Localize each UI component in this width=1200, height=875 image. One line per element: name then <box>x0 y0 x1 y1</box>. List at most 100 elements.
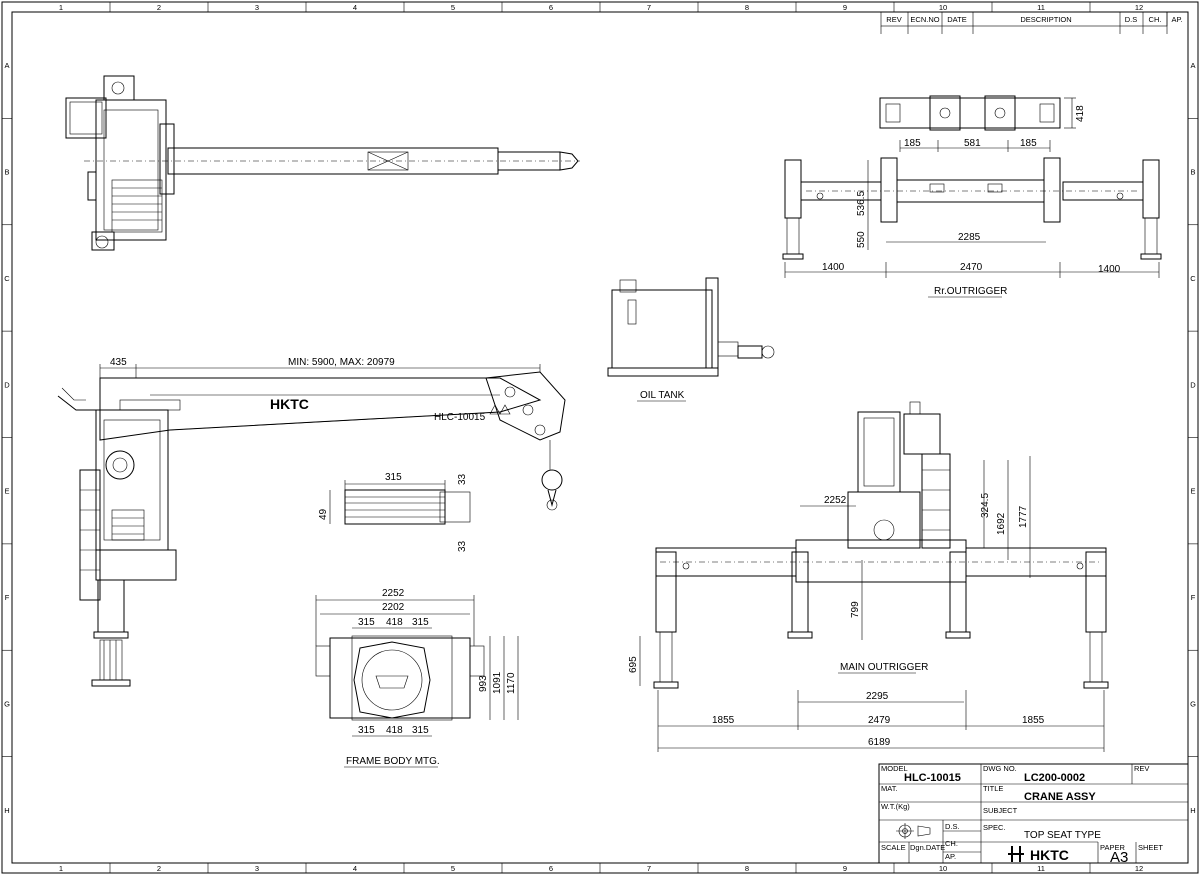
col-label-bottom: 3 <box>255 864 259 873</box>
rr-outrigger-title: Rr.OUTRIGGER <box>934 286 1007 297</box>
boom-brand-text: HKTC <box>270 396 309 412</box>
ecn-header: ECN.NO <box>910 15 939 24</box>
frame-body-title: FRAME BODY MTG. <box>346 756 440 767</box>
date-header: DATE <box>947 15 966 24</box>
col-label-bottom: 10 <box>939 864 947 873</box>
title-value: CRANE ASSY <box>1024 791 1096 803</box>
title-label: TITLE <box>983 784 1003 793</box>
dim-1091: 1091 <box>492 671 503 694</box>
dim-33-a: 33 <box>457 473 468 485</box>
col-label-top: 3 <box>255 3 259 12</box>
dim-581: 581 <box>964 138 981 149</box>
col-label-top: 2 <box>157 3 161 12</box>
dim-1855-a: 1855 <box>712 715 735 726</box>
col-label-bottom: 12 <box>1135 864 1143 873</box>
dim-315-d: 315 <box>412 725 429 736</box>
dim-799: 799 <box>850 601 861 618</box>
paper-label: PAPER <box>1100 843 1125 852</box>
row-label-right: A <box>1190 61 1195 70</box>
ch-header: CH. <box>1149 15 1162 24</box>
row-label-left: A <box>4 61 9 70</box>
spec-value: TOP SEAT TYPE <box>1024 830 1101 841</box>
dim-435: 435 <box>110 357 127 368</box>
ch-label: CH. <box>945 839 958 848</box>
dgn-date-label: Dgn.DATE <box>910 843 945 852</box>
row-label-left: G <box>4 699 10 708</box>
col-label-bottom: 9 <box>843 864 847 873</box>
col-label-bottom: 4 <box>353 864 357 873</box>
crane-top-view <box>65 75 580 251</box>
row-label-right: C <box>1190 274 1196 283</box>
dim-1855-b: 1855 <box>1022 715 1045 726</box>
dim-324-5: 324.5 <box>980 493 991 518</box>
dim-1777: 1777 <box>1018 505 1029 528</box>
dim-418-rr: 418 <box>1075 105 1086 122</box>
oil-tank-title: OIL TANK <box>640 390 685 401</box>
dim-185-b: 185 <box>1020 138 1037 149</box>
ds-header: D.S <box>1125 15 1138 24</box>
wt-label: W.T.(Kg) <box>881 802 910 811</box>
row-label-left: B <box>4 168 9 177</box>
dim-185-a: 185 <box>904 138 921 149</box>
dim-1400-a: 1400 <box>822 262 845 273</box>
model-label: MODEL <box>881 764 908 773</box>
revision-table: REV ECN.NO DATE DESCRIPTION D.S CH. AP. <box>880 11 1183 34</box>
dim-2252-main: 2252 <box>824 495 847 506</box>
hktc-logo-icon <box>1008 846 1024 862</box>
projection-symbol-icon <box>896 823 931 839</box>
ap-label: AP. <box>945 852 956 861</box>
ds-label: D.S. <box>945 822 960 831</box>
dim-1692: 1692 <box>996 512 1007 535</box>
dim-2479: 2479 <box>868 715 891 726</box>
dim-2202: 2202 <box>382 602 405 613</box>
dim-695: 695 <box>628 656 639 673</box>
main-outrigger-title: MAIN OUTRIGGER <box>840 662 928 673</box>
row-label-left: D <box>4 380 10 389</box>
col-label-bottom: 11 <box>1037 864 1045 873</box>
col-label-top: 12 <box>1135 3 1143 12</box>
row-label-right: G <box>1190 699 1196 708</box>
row-label-left: E <box>4 487 9 496</box>
oil-tank: OIL TANK <box>607 277 775 402</box>
title-block: MODEL HLC-10015 DWG NO. LC200-0002 REV M… <box>878 763 1189 866</box>
dim-6189: 6189 <box>868 737 891 748</box>
frame-body-mtg: 2252 2202 315 418 315 315 418 315 993 10… <box>315 588 519 768</box>
dwg-label: DWG NO. <box>983 764 1017 773</box>
crane-side-view: HKTC HLC-10015 435 MIN: 5900, MAX: 20979 <box>57 357 566 687</box>
dim-1400-b: 1400 <box>1098 264 1121 275</box>
col-label-top: 5 <box>451 3 455 12</box>
row-label-left: H <box>4 806 9 815</box>
col-label-top: 8 <box>745 3 749 12</box>
dim-33-b: 33 <box>457 540 468 552</box>
col-label-bottom: 6 <box>549 864 553 873</box>
rr-outrigger-top: 418 185 581 185 <box>879 95 1086 152</box>
subject-label: SUBJECT <box>983 806 1018 815</box>
dim-reach: MIN: 5900, MAX: 20979 <box>288 357 395 368</box>
row-label-right: D <box>1190 380 1196 389</box>
model-value: HLC-10015 <box>904 772 961 784</box>
col-label-bottom: 8 <box>745 864 749 873</box>
dwg-value: LC200-0002 <box>1024 772 1085 784</box>
spec-label: SPEC. <box>983 823 1006 832</box>
dim-2285: 2285 <box>958 232 981 243</box>
col-label-bottom: 1 <box>59 864 63 873</box>
col-label-top: 4 <box>353 3 357 12</box>
main-outrigger-front: 2252 324.5 1692 1777 799 695 MAIN OUTRIG… <box>628 401 1109 752</box>
dim-993: 993 <box>478 675 489 692</box>
rr-outrigger-front: 536.5 550 2285 1400 2470 1400 Rr.OUTRIGG… <box>782 157 1162 298</box>
dim-315-c: 315 <box>358 725 375 736</box>
col-label-top: 11 <box>1037 3 1045 12</box>
scale-label: SCALE <box>881 843 906 852</box>
row-label-right: E <box>1190 487 1195 496</box>
dim-49: 49 <box>318 508 329 520</box>
dim-536-5: 536.5 <box>856 191 867 216</box>
col-label-bottom: 7 <box>647 864 651 873</box>
dim-315-pad: 315 <box>385 472 402 483</box>
dim-2252-frame: 2252 <box>382 588 405 599</box>
dim-1170: 1170 <box>506 672 517 694</box>
col-label-top: 9 <box>843 3 847 12</box>
dim-2470: 2470 <box>960 262 983 273</box>
sheet-label: SHEET <box>1138 843 1163 852</box>
